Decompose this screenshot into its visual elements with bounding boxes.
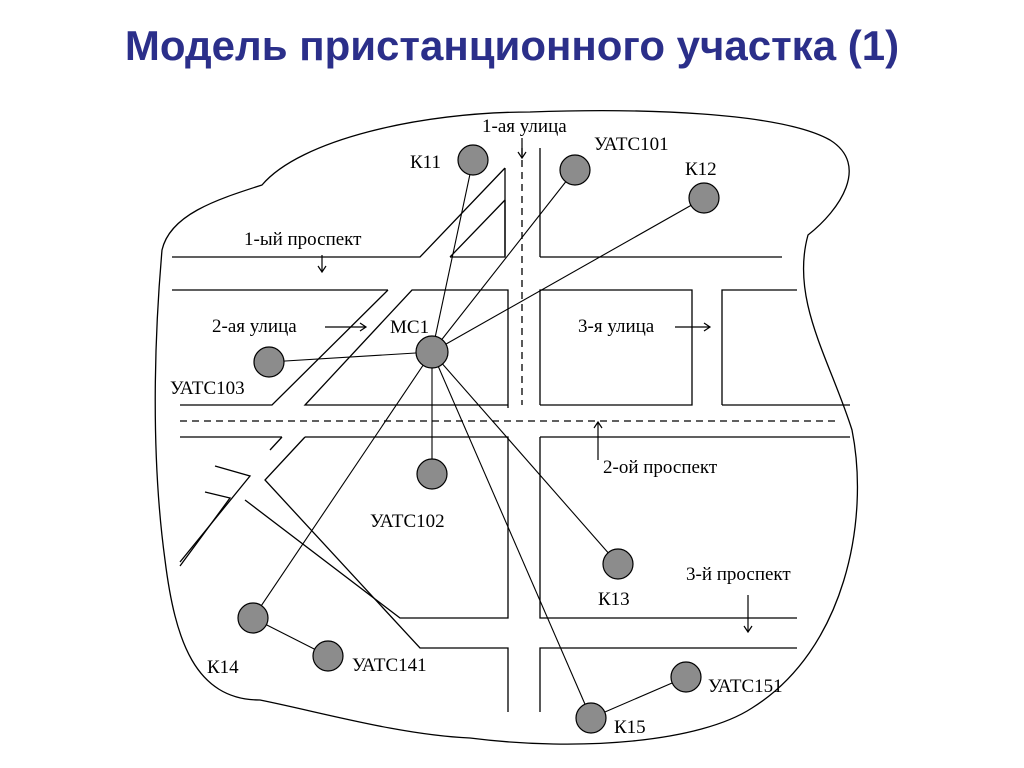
k13-label: К13 — [598, 589, 630, 610]
uats103-node — [253, 346, 285, 378]
uats103-label: УАТС103 — [170, 378, 245, 399]
uats141-node — [312, 640, 344, 672]
uats102-label: УАТС102 — [370, 511, 445, 532]
uats102-node — [416, 458, 448, 490]
street-1-label: 1-ая улица — [482, 116, 567, 137]
street-3-label: 3-я улица — [578, 316, 655, 337]
street-arrows — [317, 138, 753, 634]
uats151-node — [670, 661, 702, 693]
uats151-label: УАТС151 — [708, 676, 783, 697]
district-boundary — [154, 110, 859, 745]
avenue-2-label: 2-ой проспект — [603, 457, 718, 478]
avenue-1-label: 1-ый проспект — [244, 229, 362, 250]
uats141-label: УАТС141 — [352, 655, 427, 676]
k14-label: К14 — [207, 657, 239, 678]
k12-node — [688, 182, 720, 214]
roads — [172, 148, 850, 712]
k11-label: К11 — [410, 152, 441, 173]
k13-node — [602, 548, 634, 580]
k15-node — [575, 702, 607, 734]
k11-node — [457, 144, 489, 176]
slide-title: Модель пристанционного участка (1) — [124, 22, 900, 69]
k14-node — [237, 602, 269, 634]
mc1-label: МС1 — [390, 317, 429, 338]
uats101-node — [559, 154, 591, 186]
mc1-node — [415, 335, 449, 369]
street-2-label: 2-ая улица — [212, 316, 297, 337]
avenue-3-label: 3-й проспект — [686, 564, 791, 585]
k15-label: К15 — [614, 717, 646, 738]
uats101-label: УАТС101 — [594, 134, 669, 155]
k12-label: К12 — [685, 159, 717, 180]
links — [252, 159, 705, 719]
